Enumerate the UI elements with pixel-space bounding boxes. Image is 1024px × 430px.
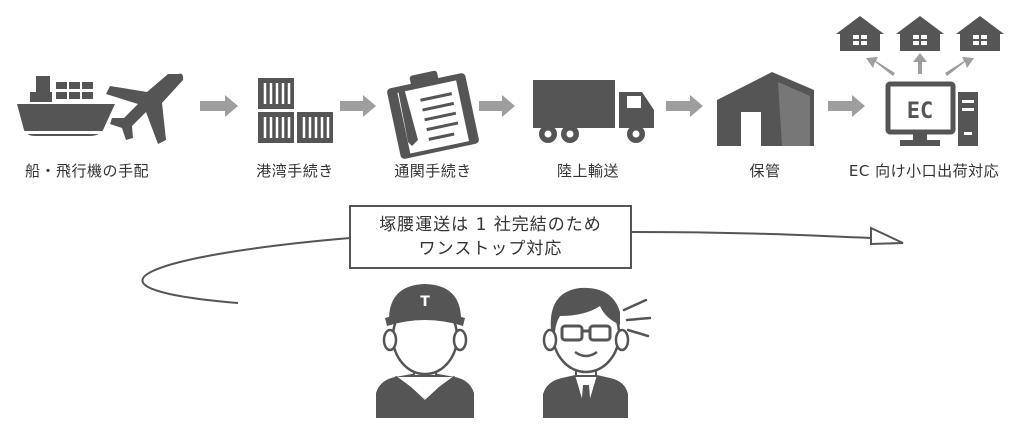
computer-icon: EC <box>885 81 978 146</box>
step-label-land-transport: 陸上輸送 <box>556 162 619 180</box>
flow-arrow <box>479 95 515 117</box>
svg-text:T: T <box>420 294 430 310</box>
airplane-icon <box>106 73 184 144</box>
step-label-arrangement: 船・飛行機の手配 <box>25 162 150 180</box>
step-label-ec-shipping: EC 向け小口出荷対応 <box>848 162 1000 180</box>
monitor-label: EC <box>907 99 934 124</box>
warehouse-icon <box>717 72 814 146</box>
callout-line-1: 塚腰運送は 1 社完結のため <box>379 215 602 235</box>
staff-person-icon <box>542 287 652 418</box>
truck-icon <box>533 80 654 143</box>
flow-arrow <box>828 95 865 117</box>
one-stop-callout: 塚腰運送は 1 社完結のため ワンストップ対応 <box>349 205 632 269</box>
flow-arrow <box>200 95 238 117</box>
step-label-customs: 通関手続き <box>394 162 472 180</box>
house-icon <box>836 16 884 51</box>
driver-person-icon: T <box>376 284 474 418</box>
house-icon <box>956 16 1004 51</box>
house-icon <box>896 16 944 51</box>
clipboard-icon <box>387 70 479 159</box>
flow-arrow <box>666 95 703 117</box>
step-label-storage: 保管 <box>749 162 781 180</box>
house-arrow <box>866 53 974 76</box>
swoosh-arrow <box>141 226 904 304</box>
container-icon <box>258 78 333 143</box>
flow-arrow <box>340 95 376 117</box>
step-label-port: 港湾手続き <box>256 162 334 180</box>
callout-line-2: ワンストップ対応 <box>418 239 563 259</box>
ship-icon <box>17 76 115 136</box>
